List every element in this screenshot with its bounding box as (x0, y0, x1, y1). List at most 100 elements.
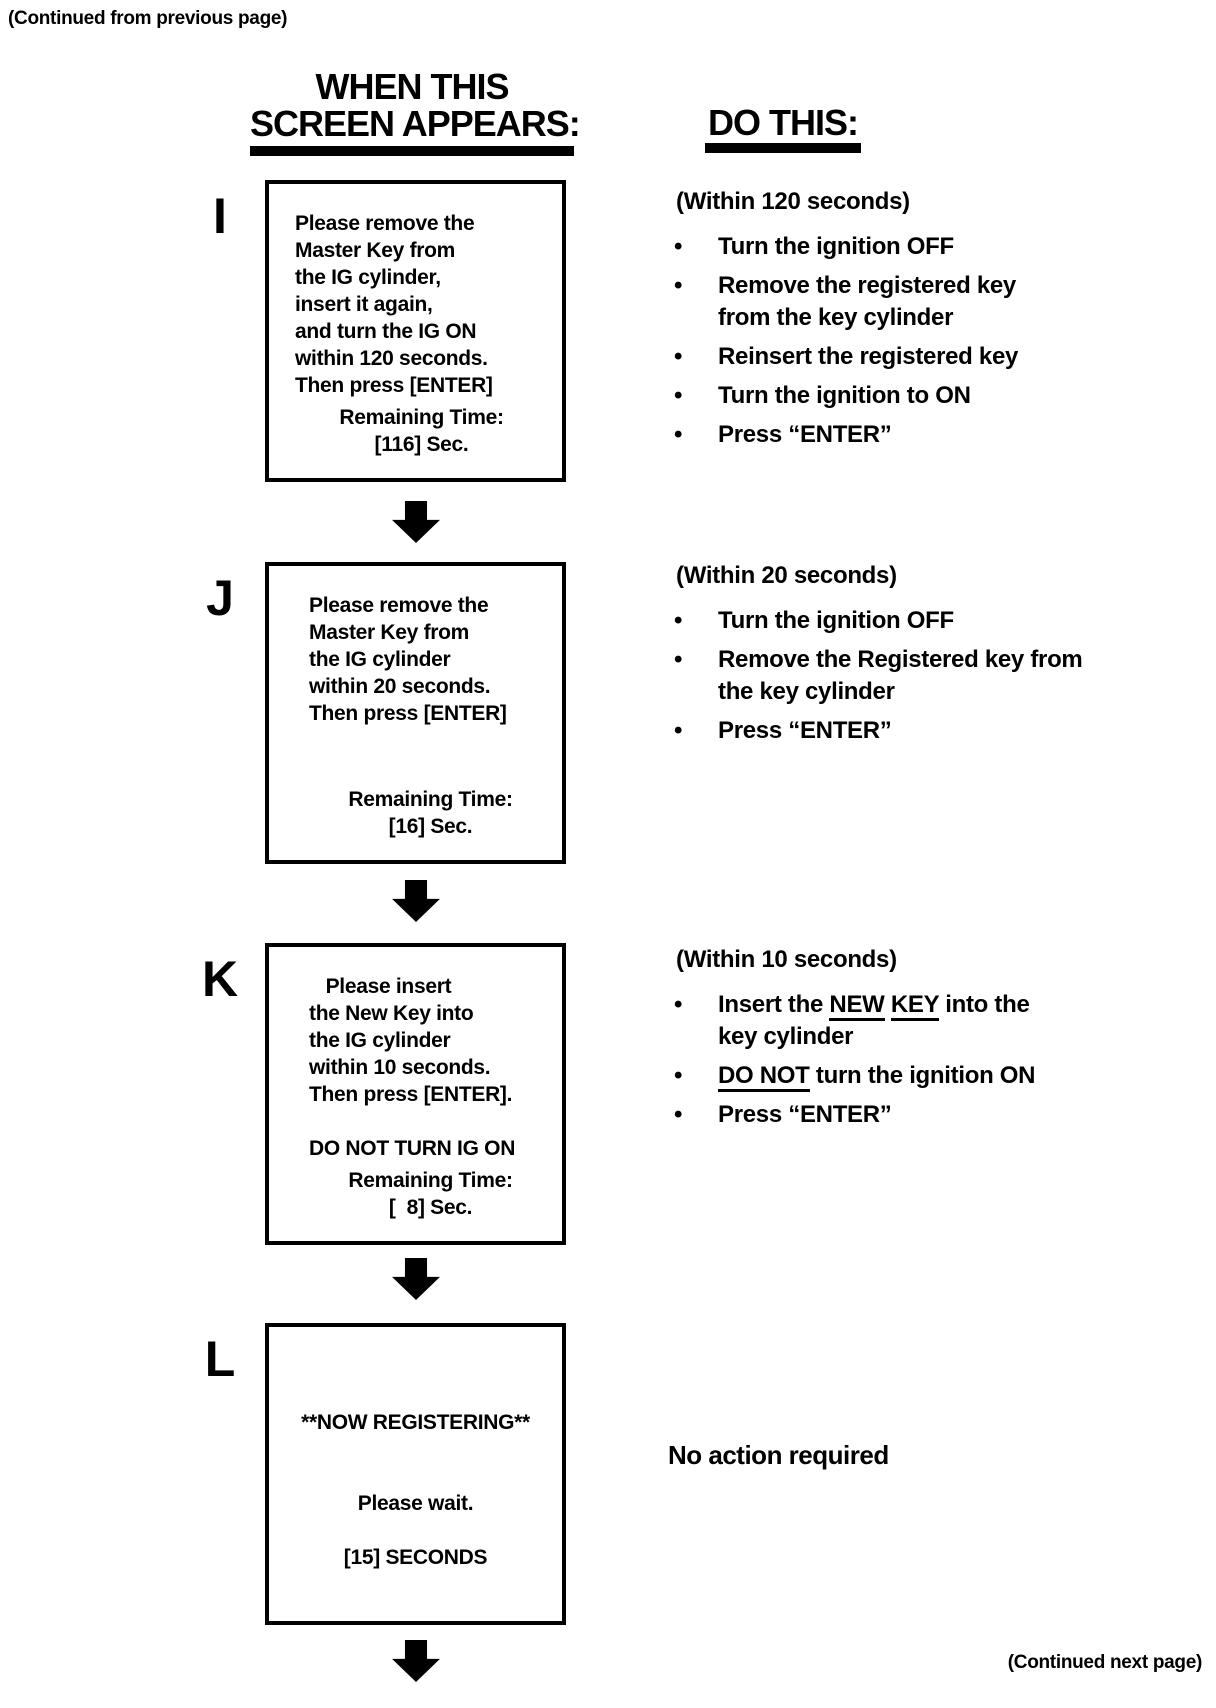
text-segment: DO NOT (718, 1062, 810, 1092)
text-segment: Press “ENTER” (718, 717, 892, 744)
text-segment: Turn the ignition to ON (718, 382, 971, 409)
bullet-line: key cylinder (718, 1021, 1098, 1053)
bullet-text: DO NOT turn the ignition ON (718, 1060, 1098, 1092)
screen-box: **NOW REGISTERING** Please wait. [15] SECO… (265, 1323, 566, 1625)
bullet-item: • Turn the ignition OFF (668, 605, 1098, 637)
text-segment: the key cylinder (718, 678, 895, 705)
row-label: J (206, 570, 234, 626)
screen-line: Please remove the (295, 212, 475, 235)
bullet-line: Press “ENTER” (718, 1099, 1098, 1131)
do-block: (Within 20 seconds) • Turn the ignition OF… (668, 560, 1098, 754)
bullet-item: • Turn the ignition to ON (668, 380, 1098, 412)
bullet-line: Remove the registered key (718, 270, 1098, 302)
bullet-text: Turn the ignition to ON (718, 380, 1098, 412)
bullet-dot: • (674, 1101, 683, 1128)
bullet-dot: • (674, 272, 683, 299)
bullet-dot: • (674, 382, 683, 409)
bullet-text: Remove the registered key from the key cy… (718, 270, 1098, 334)
text-segment: key cylinder (718, 1023, 854, 1050)
bullet-line: Remove the Registered key from (718, 644, 1098, 676)
continued-from-note: (Continued from previous page) (8, 8, 288, 29)
text-segment: Remove the Registered key from (718, 646, 1083, 673)
down-arrow-icon (392, 501, 440, 543)
screen-line: Then press [ENTER] (309, 702, 507, 725)
bullet-item: • Press “ENTER” (668, 715, 1098, 747)
do-note: No action required (668, 1440, 889, 1470)
screen-text: **NOW REGISTERING** Please wait. [15] SECO… (279, 1409, 552, 1571)
text-segment: KEY (890, 991, 939, 1021)
screen-line: Please remove the (309, 594, 489, 617)
screen-footer-line: [ 8] Sec. (388, 1196, 473, 1219)
row-label: K (201, 951, 239, 1007)
screen-line: insert it again, (295, 293, 433, 316)
screen-footer-line: Remaining Time: (348, 788, 513, 811)
bullet-item: • Turn the ignition OFF (668, 231, 1098, 263)
screen-footer: Remaining Time: [16] Sec. (309, 786, 552, 840)
bullet-dot: • (674, 1062, 683, 1089)
screen-column-header: WHEN THIS SCREEN APPEARS: (250, 68, 581, 156)
bullet-dot: • (674, 717, 683, 744)
screen-line (279, 1463, 552, 1490)
text-segment: Turn the ignition OFF (718, 233, 954, 260)
bullet-line: from the key cylinder (718, 302, 1098, 334)
bullet-text: Reinsert the registered key (718, 341, 1098, 373)
screen-footer-line: Remaining Time: (348, 1169, 513, 1192)
screen-line: Then press [ENTER]. (309, 1083, 513, 1106)
bullet-dot: • (674, 343, 683, 370)
bullet-text: Press “ENTER” (718, 1099, 1098, 1131)
do-intro: (Within 120 seconds) (676, 188, 910, 215)
bullet-text: Turn the ignition OFF (718, 231, 1098, 263)
bullet-dot: • (674, 646, 683, 673)
continued-next-note: (Continued next page) (1007, 1652, 1203, 1673)
do-intro: (Within 10 seconds) (676, 946, 897, 973)
screen-line: [15] SECONDS (343, 1546, 488, 1569)
bullet-dot: • (674, 233, 683, 260)
screen-footer-line: [16] Sec. (388, 815, 473, 838)
screen-line: Please wait. (357, 1492, 474, 1515)
screen-footer: Remaining Time: [ 8] Sec. (309, 1167, 552, 1221)
do-intro: (Within 20 seconds) (676, 562, 897, 589)
bullet-text: Remove the Registered key from the key cy… (718, 644, 1098, 708)
down-arrow-icon (392, 880, 440, 922)
text-segment: Remove the registered key (718, 272, 1016, 299)
bullet-item: • Reinsert the registered key (668, 341, 1098, 373)
screen-line (279, 1436, 552, 1463)
screen-footer-line: Remaining Time: (339, 406, 504, 429)
row-label: I (213, 188, 227, 244)
header-underline (250, 146, 574, 156)
bullet-line: Press “ENTER” (718, 419, 1098, 451)
screen-line: the IG cylinder (309, 1029, 451, 1052)
screen-line: within 120 seconds. (295, 347, 488, 370)
screen-line: Master Key from (309, 621, 470, 644)
down-arrow-icon (392, 1258, 440, 1300)
screen-footer-line: [116] Sec. (374, 433, 469, 456)
bullet-text: Press “ENTER” (718, 419, 1098, 451)
text-segment: turn the ignition ON (809, 1062, 1036, 1089)
screen-line: the New Key into (309, 1002, 474, 1025)
bullet-line: Press “ENTER” (718, 715, 1098, 747)
bullet-dot: • (674, 607, 683, 634)
screen-line: Then press [ENTER] (295, 374, 493, 397)
bullet-line: DO NOT turn the ignition ON (718, 1060, 1098, 1092)
screen-line: **NOW REGISTERING** (301, 1411, 530, 1434)
bullet-dot: • (674, 421, 683, 448)
do-column-header: DO THIS: (705, 104, 861, 153)
text-segment: Press “ENTER” (718, 1101, 892, 1128)
down-arrow-icon (392, 1640, 440, 1682)
bullet-text: Turn the ignition OFF (718, 605, 1098, 637)
bullet-dot: • (674, 991, 683, 1018)
screen-line: Master Key from (295, 239, 456, 262)
screen-line: DO NOT TURN IG ON (309, 1137, 516, 1160)
text-segment: Press “ENTER” (718, 421, 892, 448)
screen-column-header-line2: SCREEN APPEARS: (250, 103, 581, 144)
text-segment (885, 991, 891, 1018)
bullet-item: • Press “ENTER” (668, 419, 1098, 451)
text-segment: Turn the ignition OFF (718, 607, 954, 634)
screen-line: and turn the IG ON (295, 320, 477, 343)
screen-line (309, 1108, 552, 1135)
